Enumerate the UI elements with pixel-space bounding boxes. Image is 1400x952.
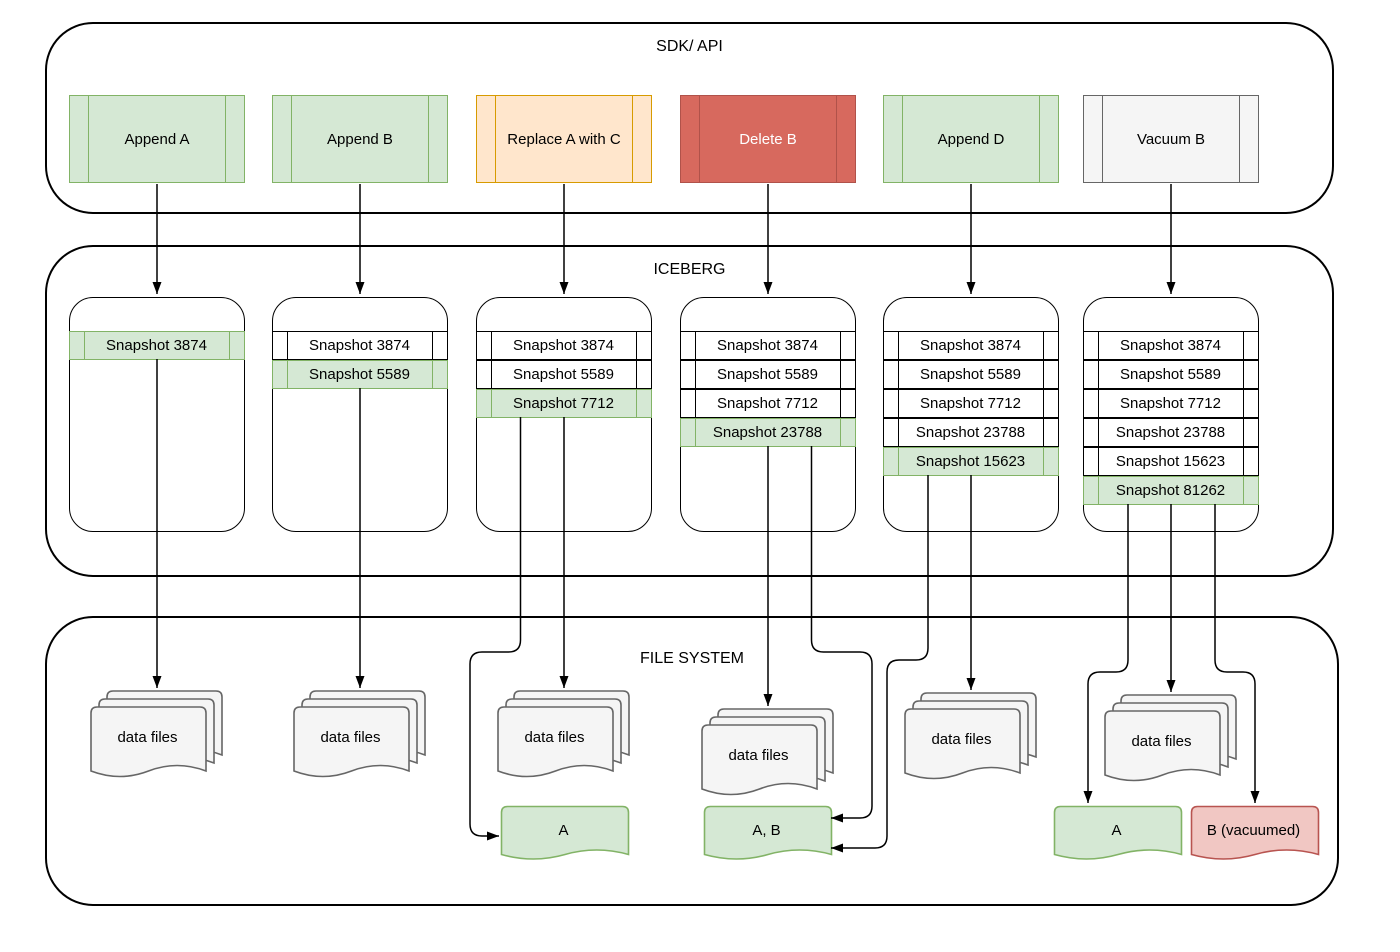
- snapshot-row-current: Snapshot 23788: [679, 418, 856, 447]
- document-icon: [1190, 805, 1320, 860]
- snapshot-row-current: Snapshot 3874: [68, 331, 245, 360]
- operation-vacuum-b: Vacuum B: [1083, 95, 1259, 183]
- snapshot-row: Snapshot 3874: [475, 331, 652, 360]
- snapshot-row-current: Snapshot 81262: [1082, 476, 1259, 505]
- stacked-documents-icon: [90, 690, 223, 778]
- file-doc-label: A: [1111, 821, 1122, 839]
- file-doc-a: A: [500, 805, 630, 865]
- data-files-stack-6: data files: [1104, 694, 1241, 791]
- snapshot-row: Snapshot 3874: [1082, 331, 1259, 360]
- data-files-stack-3: data files: [497, 690, 634, 787]
- operation-append-a: Append A: [69, 95, 245, 183]
- stacked-documents-icon: [904, 692, 1037, 780]
- snapshot-row: Snapshot 3874: [271, 331, 448, 360]
- sdk-api-section: SDK/ API: [45, 22, 1334, 214]
- document-icon: [1053, 805, 1183, 860]
- file-doc-label: A: [558, 821, 569, 839]
- iceberg-box-2: Snapshot 3874 Snapshot 5589: [271, 297, 448, 532]
- file-system-section: FILE SYSTEM: [45, 616, 1339, 906]
- snapshot-row: Snapshot 7712: [882, 389, 1059, 418]
- snapshot-row: Snapshot 5589: [475, 360, 652, 389]
- iceberg-section: ICEBERG: [45, 245, 1334, 577]
- snapshot-row: Snapshot 23788: [1082, 418, 1259, 447]
- data-files-label: data files: [728, 746, 789, 764]
- snapshot-row: Snapshot 5589: [1082, 360, 1259, 389]
- operation-replace-a-with-c: Replace A with C: [476, 95, 652, 183]
- file-system-title: FILE SYSTEM: [639, 650, 745, 667]
- sdk-api-title: SDK/ API: [656, 38, 723, 55]
- file-doc-label: B (vacuumed): [1206, 821, 1301, 839]
- snapshot-row: Snapshot 5589: [882, 360, 1059, 389]
- stacked-documents-icon: [1104, 694, 1237, 782]
- iceberg-box-1: Snapshot 3874: [68, 297, 245, 532]
- stacked-documents-icon: [497, 690, 630, 778]
- operation-delete-b: Delete B: [680, 95, 856, 183]
- iceberg-box-3: Snapshot 3874 Snapshot 5589 Snapshot 771…: [475, 297, 652, 532]
- snapshot-row-current: Snapshot 5589: [271, 360, 448, 389]
- snapshot-row: Snapshot 7712: [679, 389, 856, 418]
- snapshot-row-current: Snapshot 15623: [882, 447, 1059, 476]
- data-files-label: data files: [524, 728, 585, 746]
- file-doc-ab: A, B: [703, 805, 833, 865]
- stacked-documents-icon: [293, 690, 426, 778]
- file-doc-a-2: A: [1053, 805, 1183, 865]
- data-files-label: data files: [320, 728, 381, 746]
- data-files-label: data files: [1131, 732, 1192, 750]
- data-files-label: data files: [931, 730, 992, 748]
- snapshot-row-current: Snapshot 7712: [475, 389, 652, 418]
- stacked-documents-icon: [701, 708, 834, 796]
- snapshot-row: Snapshot 23788: [882, 418, 1059, 447]
- data-files-stack-1: data files: [90, 690, 227, 787]
- file-doc-label: A, B: [752, 821, 781, 839]
- data-files-stack-4: data files: [701, 708, 838, 805]
- iceberg-box-6: Snapshot 3874 Snapshot 5589 Snapshot 771…: [1082, 297, 1259, 532]
- iceberg-title: ICEBERG: [653, 261, 726, 278]
- operation-append-b: Append B: [272, 95, 448, 183]
- iceberg-box-5: Snapshot 3874 Snapshot 5589 Snapshot 771…: [882, 297, 1059, 532]
- snapshot-row: Snapshot 15623: [1082, 447, 1259, 476]
- snapshot-row: Snapshot 3874: [679, 331, 856, 360]
- snapshot-row: Snapshot 5589: [679, 360, 856, 389]
- snapshot-row: Snapshot 3874: [882, 331, 1059, 360]
- data-files-stack-5: data files: [904, 692, 1041, 789]
- data-files-stack-2: data files: [293, 690, 430, 787]
- file-doc-b-vacuumed: B (vacuumed): [1190, 805, 1320, 865]
- operation-append-d: Append D: [883, 95, 1059, 183]
- iceberg-box-4: Snapshot 3874 Snapshot 5589 Snapshot 771…: [679, 297, 856, 532]
- snapshot-row: Snapshot 7712: [1082, 389, 1259, 418]
- data-files-label: data files: [117, 728, 178, 746]
